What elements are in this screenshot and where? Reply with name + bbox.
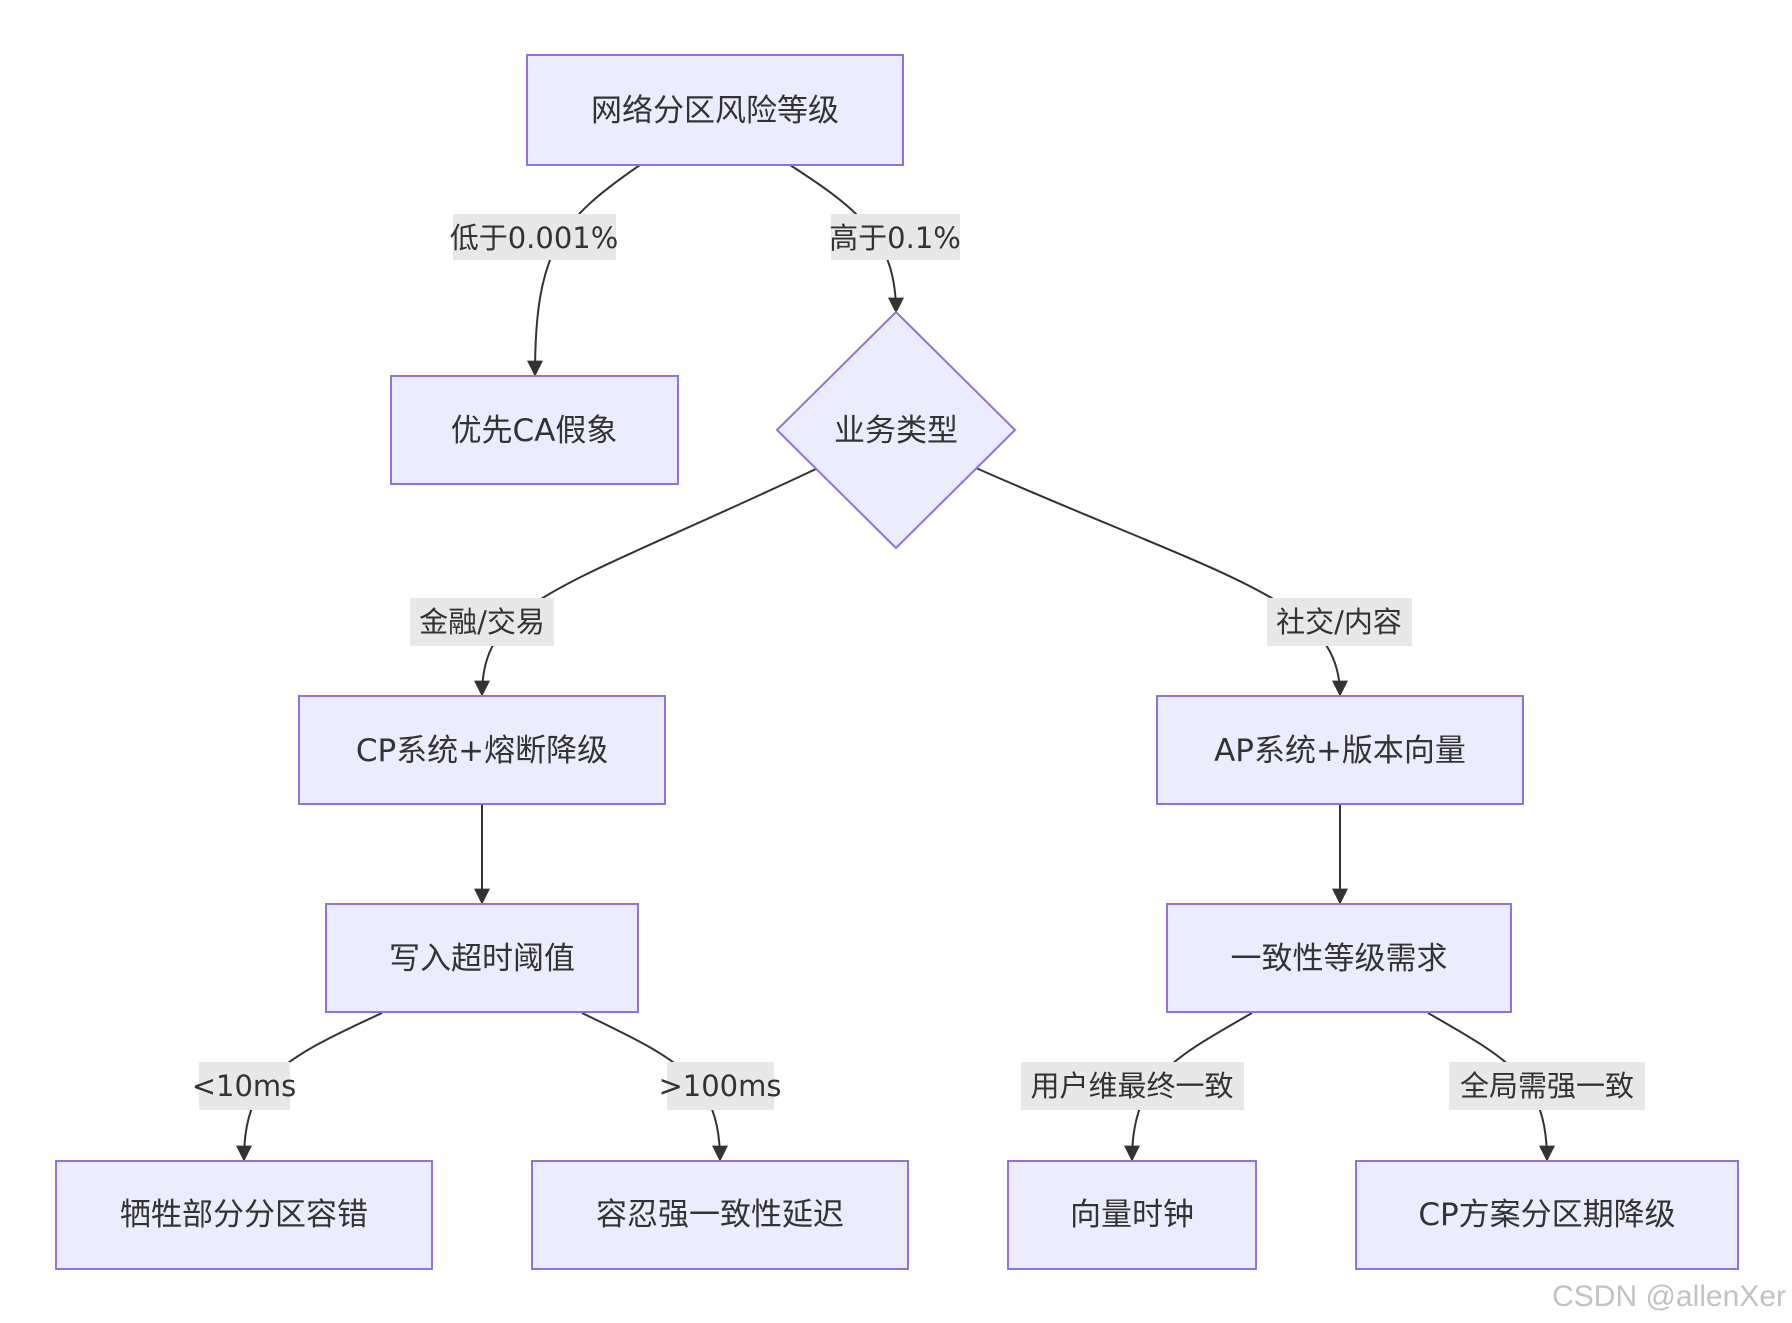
node-vector-clock: 向量时钟 (1007, 1160, 1257, 1270)
watermark: CSDN @allenXer (1552, 1280, 1786, 1313)
edge-business-to-cp (474, 467, 819, 697)
node-vector-clock-label: 向量时钟 (1070, 1197, 1194, 1233)
node-sacrifice-partition: 牺牲部分分区容错 (55, 1160, 433, 1270)
node-business-type-label: 业务类型 (834, 413, 958, 449)
node-cp-system-label: CP系统+熔断降级 (356, 733, 608, 769)
node-prefer-ca-label: 优先CA假象 (451, 413, 618, 449)
edge-label-global-strong: 全局需强一致 (1460, 1069, 1634, 1103)
node-ap-system-label: AP系统+版本向量 (1214, 733, 1466, 769)
node-cp-degrade: CP方案分区期降级 (1355, 1160, 1739, 1270)
edge-risk-to-ca (527, 164, 641, 377)
node-business-type: 业务类型 (775, 310, 1017, 550)
node-consistency-need-label: 一致性等级需求 (1231, 941, 1448, 977)
node-cp-system: CP系统+熔断降级 (298, 695, 666, 805)
node-prefer-ca: 优先CA假象 (390, 375, 679, 485)
nodes: 网络分区风险等级 优先CA假象 业务类型 CP系统+熔断降级 AP系统+版本向量… (55, 54, 1739, 1270)
edge-label-below: 低于0.001% (450, 221, 619, 255)
edge-labels: 低于0.001% 高于0.1% 金融/交易 社交/内容 <10ms >100ms… (192, 214, 1645, 1110)
edge-label-user-eventual: 用户维最终一致 (1030, 1069, 1233, 1103)
node-write-timeout: 写入超时阈值 (325, 903, 639, 1013)
node-ap-system: AP系统+版本向量 (1156, 695, 1524, 805)
edge-label-above: 高于0.1% (829, 221, 961, 255)
node-cp-degrade-label: CP方案分区期降级 (1418, 1197, 1675, 1233)
node-risk-level-label: 网络分区风险等级 (591, 93, 839, 129)
node-tolerate-delay-label: 容忍强一致性延迟 (596, 1197, 844, 1233)
edge-business-to-ap (975, 467, 1348, 697)
node-consistency-need: 一致性等级需求 (1166, 903, 1512, 1013)
edge-label-lt10: <10ms (192, 1069, 297, 1103)
edge-label-gt100: >100ms (658, 1069, 781, 1103)
node-write-timeout-label: 写入超时阈值 (389, 941, 575, 977)
node-tolerate-delay: 容忍强一致性延迟 (531, 1160, 909, 1270)
edge-label-social: 社交/内容 (1276, 605, 1402, 639)
edge-label-finance: 金融/交易 (419, 605, 545, 639)
node-risk-level: 网络分区风险等级 (526, 54, 904, 166)
node-sacrifice-partition-label: 牺牲部分分区容错 (120, 1197, 368, 1233)
